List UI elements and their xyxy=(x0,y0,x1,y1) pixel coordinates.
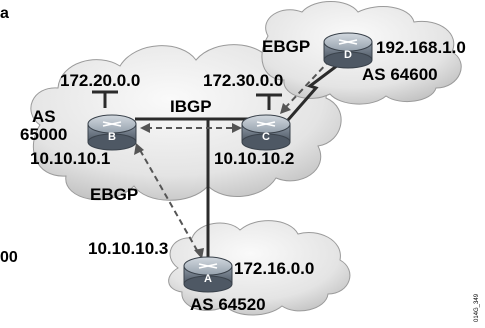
router-arrows-icon xyxy=(256,121,276,127)
network-b-label: 172.20.0.0 xyxy=(60,71,140,90)
router-a-letter: A xyxy=(204,273,212,285)
router-arrows-icon xyxy=(102,121,122,127)
network-a-label: 172.16.0.0 xyxy=(234,259,314,278)
network-stub-b xyxy=(92,90,118,108)
ip-b-label: 10.10.10.1 xyxy=(30,149,110,168)
network-c-label: 172.30.0.0 xyxy=(203,71,283,90)
links xyxy=(92,54,351,259)
as-64520-label: AS 64520 xyxy=(190,295,266,314)
ebgp-arrow-a xyxy=(194,248,204,259)
cloud-as-65000 xyxy=(30,44,342,201)
router-d-letter: D xyxy=(344,49,352,61)
router-d[interactable]: D xyxy=(323,32,373,69)
router-a[interactable]: A xyxy=(183,256,233,293)
router-b-letter: B xyxy=(108,131,116,143)
ip-c-label: 10.10.10.2 xyxy=(214,149,294,168)
ibgp-arrow-left xyxy=(140,123,150,133)
edge-fragment-top: a xyxy=(0,5,9,22)
router-arrows-icon xyxy=(338,39,358,45)
ibgp-arrow-right xyxy=(232,123,242,133)
as-64600-label: AS 64600 xyxy=(362,65,438,84)
serial-link-c-d xyxy=(286,54,351,121)
as-65000-label-line2: 65000 xyxy=(20,125,67,144)
ebgp-arrow-b xyxy=(134,143,144,155)
router-c-letter: C xyxy=(262,131,270,143)
edge-fragment-bottom: 00 xyxy=(0,249,18,266)
network-d-label: 192.168.1.0 xyxy=(376,38,466,57)
router-arrows-icon xyxy=(198,263,218,269)
ebgp-session-c-d xyxy=(284,59,331,109)
ebgp-arrow-c xyxy=(280,103,291,114)
ebgp-ba-label: EBGP xyxy=(90,185,138,204)
ibgp-label: IBGP xyxy=(170,97,212,116)
image-code: 014G_349 xyxy=(474,293,480,322)
network-stub-c xyxy=(256,93,282,110)
ip-a-peer-label: 10.10.10.3 xyxy=(88,239,168,258)
ebgp-bd-label: EBGP xyxy=(262,37,310,56)
router-b[interactable]: B xyxy=(87,114,137,151)
router-c[interactable]: C xyxy=(241,114,291,151)
as-65000-label-line1: AS xyxy=(32,107,56,126)
